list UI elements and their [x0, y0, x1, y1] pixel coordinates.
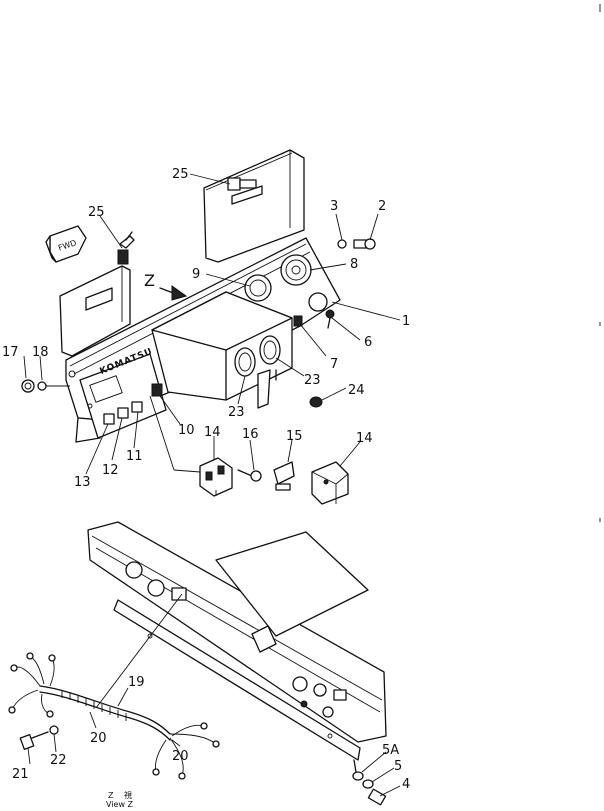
callout-9: 9	[192, 267, 200, 282]
bolts-4-5-5A	[352, 759, 387, 806]
leader-lines-upper	[23, 173, 401, 475]
callout-18: 18	[32, 345, 49, 360]
view-z-kanji: 視	[124, 791, 132, 800]
screw-16	[237, 469, 262, 482]
callout-11: 11	[126, 449, 143, 464]
washers-17-18	[21, 379, 70, 393]
callout-19: 19	[128, 675, 145, 690]
lamp-assembly	[293, 292, 335, 329]
bolt-21-washer-22	[19, 725, 59, 750]
callout-1: 1	[402, 314, 410, 329]
left-cover-panel	[59, 265, 131, 357]
callout-24: 24	[348, 383, 365, 398]
right-cover-panel	[203, 149, 305, 263]
callout-3: 3	[330, 199, 338, 214]
bracket-bolt	[257, 369, 277, 409]
callout-Z: Z	[144, 271, 155, 290]
callout-5A: 5A	[382, 743, 399, 758]
callout-25-key: 25	[88, 205, 105, 220]
view-z-arrow	[159, 285, 188, 301]
callout-5: 5	[394, 759, 402, 774]
callout-20-left: 20	[90, 731, 107, 746]
callout-23-left: 23	[228, 405, 245, 420]
callout-14-right: 14	[356, 431, 373, 446]
callout-8: 8	[350, 257, 358, 272]
relay-14	[199, 457, 233, 497]
fwd-arrow-tag: FWD	[45, 225, 87, 263]
lower-panel-components	[125, 561, 347, 718]
view-z-text: View Z	[106, 800, 134, 809]
callout-7: 7	[330, 357, 338, 372]
callout-16: 16	[242, 427, 259, 442]
callout-25-cover: 25	[172, 167, 189, 182]
callout-13: 13	[74, 475, 91, 490]
callout-2: 2	[378, 199, 386, 214]
wiring-harness-19	[8, 593, 220, 780]
callout-15: 15	[286, 429, 303, 444]
view-z-letter: Z	[108, 791, 114, 800]
callout-20-right: 20	[172, 749, 189, 764]
switch-face: KOMATSU	[68, 347, 167, 439]
callout-4: 4	[402, 777, 410, 792]
callout-6: 6	[364, 335, 372, 350]
ignition-key	[117, 231, 135, 265]
callout-23-right: 23	[304, 373, 321, 388]
callout-12: 12	[102, 463, 119, 478]
callout-21: 21	[12, 767, 29, 782]
callout-17: 17	[2, 345, 19, 360]
lower-panel-body	[87, 521, 387, 761]
nut-24	[309, 396, 323, 408]
callout-14-left: 14	[204, 425, 221, 440]
callout-10: 10	[178, 423, 195, 438]
callout-labels: 25 25 3 2 8 9 Z 1 6 7 17 18 23 23 24 10 …	[2, 167, 410, 792]
leader-lines-lower	[27, 687, 401, 797]
relay-14-right	[311, 461, 349, 505]
bolt-2-washer-3	[337, 238, 376, 250]
callout-22: 22	[50, 753, 67, 768]
bracket-15	[273, 461, 295, 491]
view-z-caption: Z 視 View Z	[106, 791, 134, 809]
